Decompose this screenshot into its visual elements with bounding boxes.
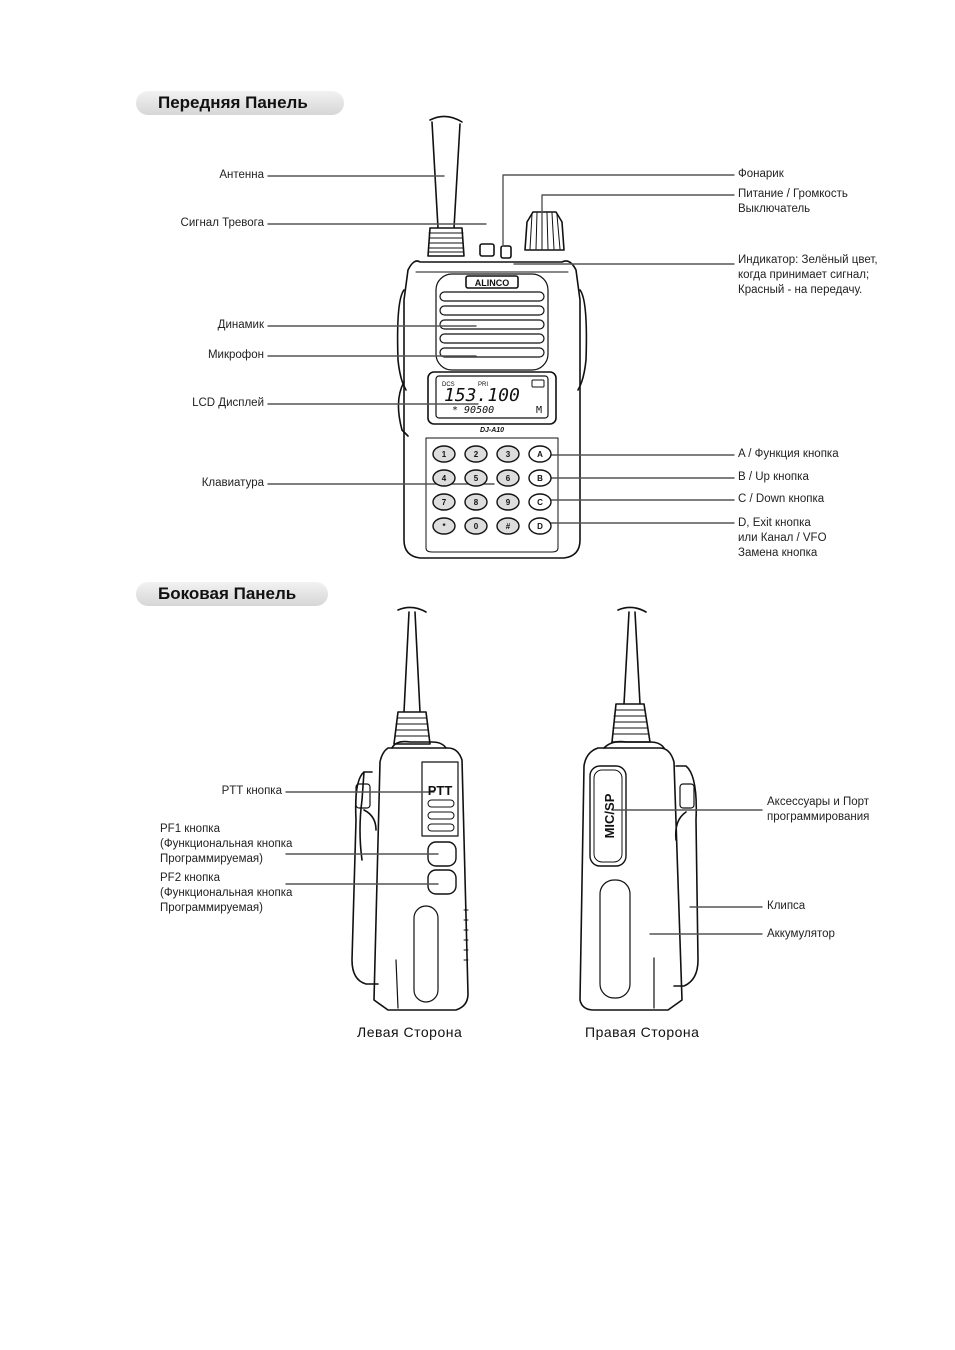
svg-text:7: 7	[442, 498, 447, 507]
label-indicator: Индикатор: Зелёный цвет, когда принимает…	[738, 254, 878, 296]
front-panel-header: Передняя Панель	[136, 91, 344, 115]
lcd-frequency: 153.100	[444, 385, 520, 406]
lcd-subline-right: M	[536, 405, 542, 416]
label-accessory-port: Аксессуары и Порт программирования	[767, 796, 870, 823]
lcd-subline: * 90500	[452, 405, 494, 416]
svg-text:#: #	[506, 522, 511, 531]
keypad-key-2: 2	[464, 445, 488, 463]
label-ptt-button: PTT кнопка	[221, 785, 282, 797]
brand-logo: ALINCO	[475, 278, 510, 288]
svg-text:9: 9	[506, 498, 511, 507]
svg-text:4: 4	[442, 474, 447, 483]
label-speaker: Динамик	[217, 319, 264, 331]
keypad-key-*: *	[432, 517, 456, 535]
svg-text:B: B	[537, 474, 543, 483]
caption-left-side: Левая Сторона	[357, 1024, 463, 1040]
caption-right-side: Правая Сторона	[585, 1024, 700, 1040]
keypad-key-4: 4	[432, 469, 456, 487]
leader-lines	[267, 174, 763, 935]
keypad-key-#: #	[496, 517, 520, 535]
keypad-key-C: C	[528, 493, 552, 511]
label-microphone: Микрофон	[207, 349, 264, 361]
svg-text:2: 2	[474, 450, 479, 459]
label-clip: Клипса	[767, 900, 806, 912]
lcd-top-left: DCS	[442, 382, 455, 388]
keypad-key-D: D	[528, 517, 552, 535]
svg-text:0: 0	[474, 522, 479, 531]
label-pf2-button: PF2 кнопка (Функциональная кнопка Програ…	[160, 872, 293, 914]
label-key-b: B / Up кнопка	[738, 471, 809, 483]
label-key-c: C / Down кнопка	[738, 493, 825, 505]
keypad-key-B: B	[528, 469, 552, 487]
model-label: DJ-A10	[480, 427, 504, 434]
keypad-key-3: 3	[496, 445, 520, 463]
svg-text:8: 8	[474, 498, 479, 507]
keypad-key-0: 0	[464, 517, 488, 535]
svg-text:6: 6	[506, 474, 511, 483]
keypad-key-8: 8	[464, 493, 488, 511]
left-side-radio-drawing	[351, 606, 469, 1011]
svg-text:3: 3	[506, 450, 511, 459]
label-key-a: A / Функция кнопка	[738, 448, 839, 460]
label-flashlight: Фонарик	[738, 168, 784, 180]
keypad-key-6: 6	[496, 469, 520, 487]
keypad-key-A: A	[528, 445, 552, 463]
ptt-label: PTT	[428, 783, 453, 798]
front-radio-drawing	[396, 115, 588, 559]
keypad-key-1: 1	[432, 445, 456, 463]
right-side-radio-drawing	[579, 606, 699, 1011]
label-pf1-button: PF1 кнопка (Функциональная кнопка Програ…	[160, 823, 293, 865]
label-key-d: D, Exit кнопка или Канал / VFO Замена кн…	[738, 517, 827, 559]
label-lcd: LCD Дисплей	[192, 397, 264, 409]
svg-text:5: 5	[474, 474, 479, 483]
label-power-volume: Питание / Громкость Выключатель	[738, 188, 848, 215]
side-panel-header: Боковая Панель	[136, 582, 328, 606]
lcd-top-mid: PRI	[478, 382, 488, 388]
svg-text:A: A	[537, 450, 543, 459]
svg-text:1: 1	[442, 450, 447, 459]
label-battery: Аккумулятор	[767, 928, 835, 940]
keypad-key-7: 7	[432, 493, 456, 511]
svg-text:C: C	[537, 498, 543, 507]
label-antenna: Антенна	[219, 169, 264, 181]
mic-sp-label: MIC/SP	[602, 793, 617, 838]
svg-text:D: D	[537, 522, 543, 531]
keypad: 1 2 3 A 4 5 6 B 7 8 9 C * 0 # D	[432, 445, 552, 535]
label-keypad: Клавиатура	[201, 477, 264, 489]
svg-text:*: *	[442, 522, 446, 531]
label-alarm: Сигнал Тревога	[180, 217, 264, 229]
keypad-key-5: 5	[464, 469, 488, 487]
keypad-key-9: 9	[496, 493, 520, 511]
